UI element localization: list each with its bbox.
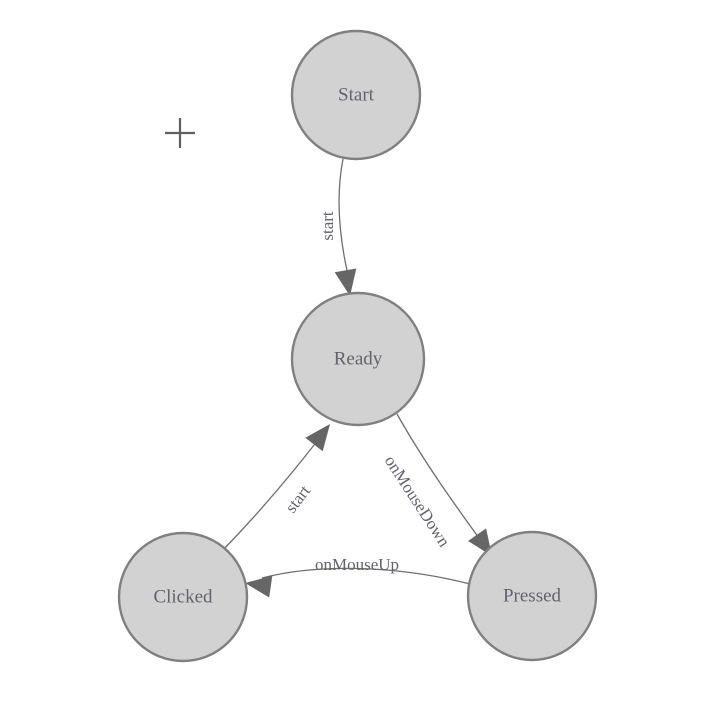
arrowhead-icon <box>468 528 492 556</box>
state-node-pressed[interactable]: Pressed <box>466 530 598 662</box>
state-node-circle[interactable] <box>290 291 426 427</box>
edge-ready-to-pressed[interactable]: onMouseDown <box>381 413 501 562</box>
state-node-start[interactable]: Start <box>290 29 422 161</box>
edge-label: start <box>318 211 337 241</box>
state-node-circle[interactable] <box>466 530 598 662</box>
edge-pressed-to-clicked[interactable]: onMouseUp <box>243 555 471 598</box>
edge-clicked-to-ready[interactable]: start <box>221 417 339 552</box>
edge-label: onMouseDown <box>381 452 454 551</box>
state-node-clicked[interactable]: Clicked <box>117 531 249 663</box>
edge-line <box>338 158 349 276</box>
edge-label: start <box>281 481 314 516</box>
state-node-ready[interactable]: Ready <box>290 291 426 427</box>
plus-marker[interactable] <box>165 118 195 148</box>
state-node-circle[interactable] <box>117 531 249 663</box>
arrowhead-icon <box>334 268 357 296</box>
edge-line <box>396 413 485 546</box>
arrowhead-icon <box>305 424 330 452</box>
edge-start-to-ready[interactable]: start <box>318 158 361 298</box>
edge-line <box>261 567 471 585</box>
edge-label: onMouseUp <box>315 555 399 574</box>
arrowhead-icon <box>245 575 273 598</box>
edge-line <box>221 439 319 552</box>
state-node-circle[interactable] <box>290 29 422 161</box>
markers-layer <box>165 118 195 148</box>
